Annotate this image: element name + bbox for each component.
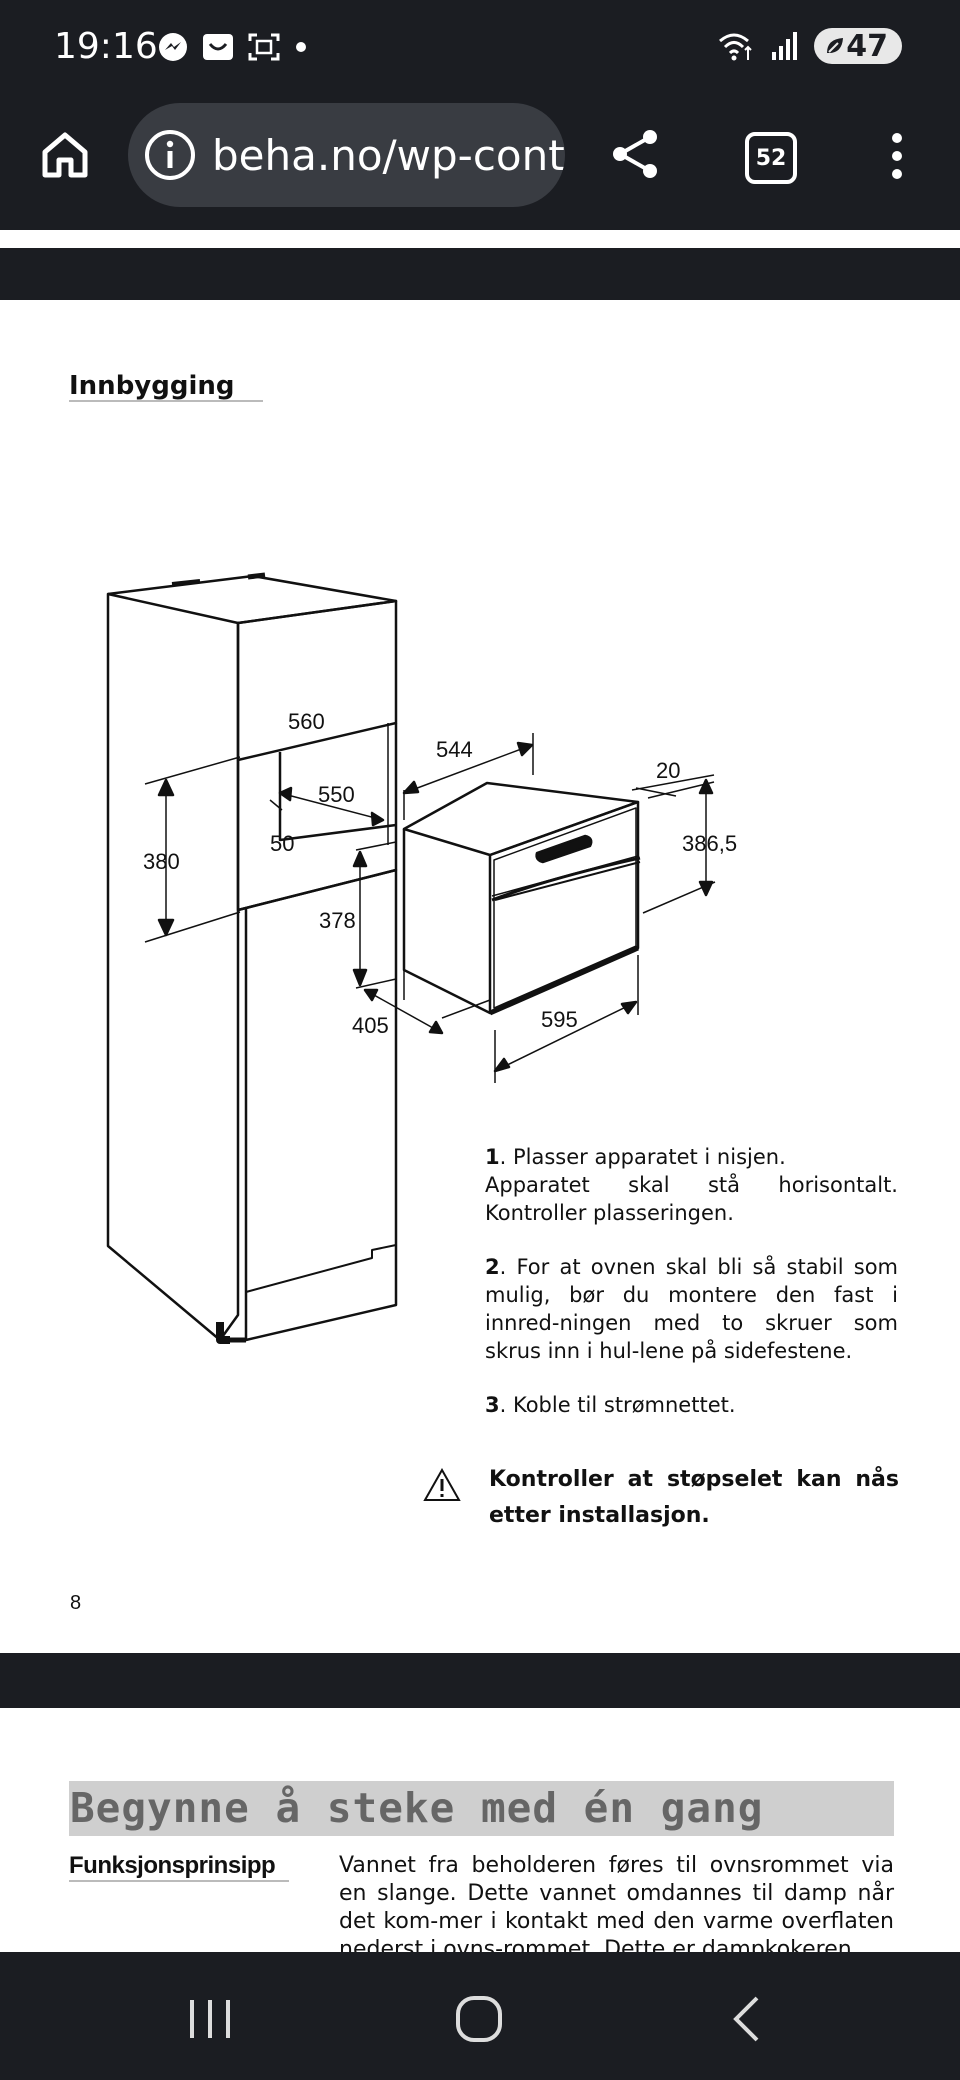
status-notification-icons [158, 32, 308, 62]
dim-544: 544 [436, 737, 473, 762]
section-banner-title: Begynne å steke med én gang [70, 1784, 764, 1832]
screenshot-icon [248, 33, 280, 61]
recent-apps-icon[interactable] [188, 1998, 232, 2040]
home-nav-icon[interactable] [455, 1995, 503, 2043]
page-top-gap [0, 230, 960, 248]
warning-icon [423, 1468, 461, 1501]
dim-378: 378 [319, 908, 356, 933]
dim-560: 560 [288, 709, 325, 734]
step-2: 2. For at ovnen skal bli så stabil som m… [485, 1255, 898, 1363]
dim-550: 550 [318, 782, 355, 807]
instruction-steps: 1. Plasser apparatet i nisjen.Apparatet … [485, 1143, 898, 1445]
home-icon[interactable] [40, 130, 90, 180]
wifi-icon [719, 33, 752, 61]
dim-20: 20 [656, 758, 680, 783]
dim-380: 380 [143, 849, 180, 874]
document-page [0, 300, 960, 1653]
subsection-body: Vannet fra beholderen føres til ovnsromm… [339, 1853, 894, 1962]
battery-icon: 47 [814, 28, 902, 64]
page-number: 8 [70, 1592, 82, 1614]
dim-405: 405 [352, 1013, 389, 1038]
warning-text: Kontroller at støpselet kan nås etter in… [489, 1467, 899, 1528]
subheading-underline [69, 1880, 289, 1882]
heading-underline [69, 400, 263, 402]
section-banner [69, 1781, 894, 1836]
inbox-icon [203, 34, 233, 60]
tabs-button[interactable]: 52 [745, 132, 797, 184]
browser-toolbar: beha.no/wp-cont 52 [0, 95, 960, 230]
dim-50: 50 [270, 831, 294, 856]
section-heading: Innbygging [69, 371, 235, 401]
messenger-icon [159, 33, 187, 61]
dim-595: 595 [541, 1007, 578, 1032]
navigation-bar [0, 1952, 960, 2080]
dot-icon [296, 42, 306, 52]
info-icon[interactable] [144, 129, 196, 181]
url-text[interactable]: beha.no/wp-cont [212, 130, 565, 180]
dim-386: 386,5 [682, 831, 737, 856]
share-icon[interactable] [608, 127, 662, 181]
address-bar[interactable]: beha.no/wp-cont [128, 103, 565, 207]
step-1: 1. Plasser apparatet i nisjen.Apparatet … [485, 1145, 898, 1225]
status-time: 19:16 [54, 26, 158, 67]
page-separator-2 [0, 1653, 960, 1708]
page-separator [0, 248, 960, 300]
installation-diagram: 560 544 20 550 50 380 386,5 378 405 595 [106, 572, 737, 1344]
charging-leaf-icon [827, 38, 844, 54]
menu-icon[interactable] [884, 131, 910, 181]
step-3: 3. Koble til strømnettet. [485, 1393, 736, 1417]
back-icon[interactable] [731, 1995, 761, 2043]
signal-icon [772, 32, 798, 60]
subsection-heading: Funksjonsprinsipp [69, 1852, 276, 1879]
battery-level: 47 [846, 28, 888, 64]
status-bar: 19:16 47 [0, 0, 960, 95]
